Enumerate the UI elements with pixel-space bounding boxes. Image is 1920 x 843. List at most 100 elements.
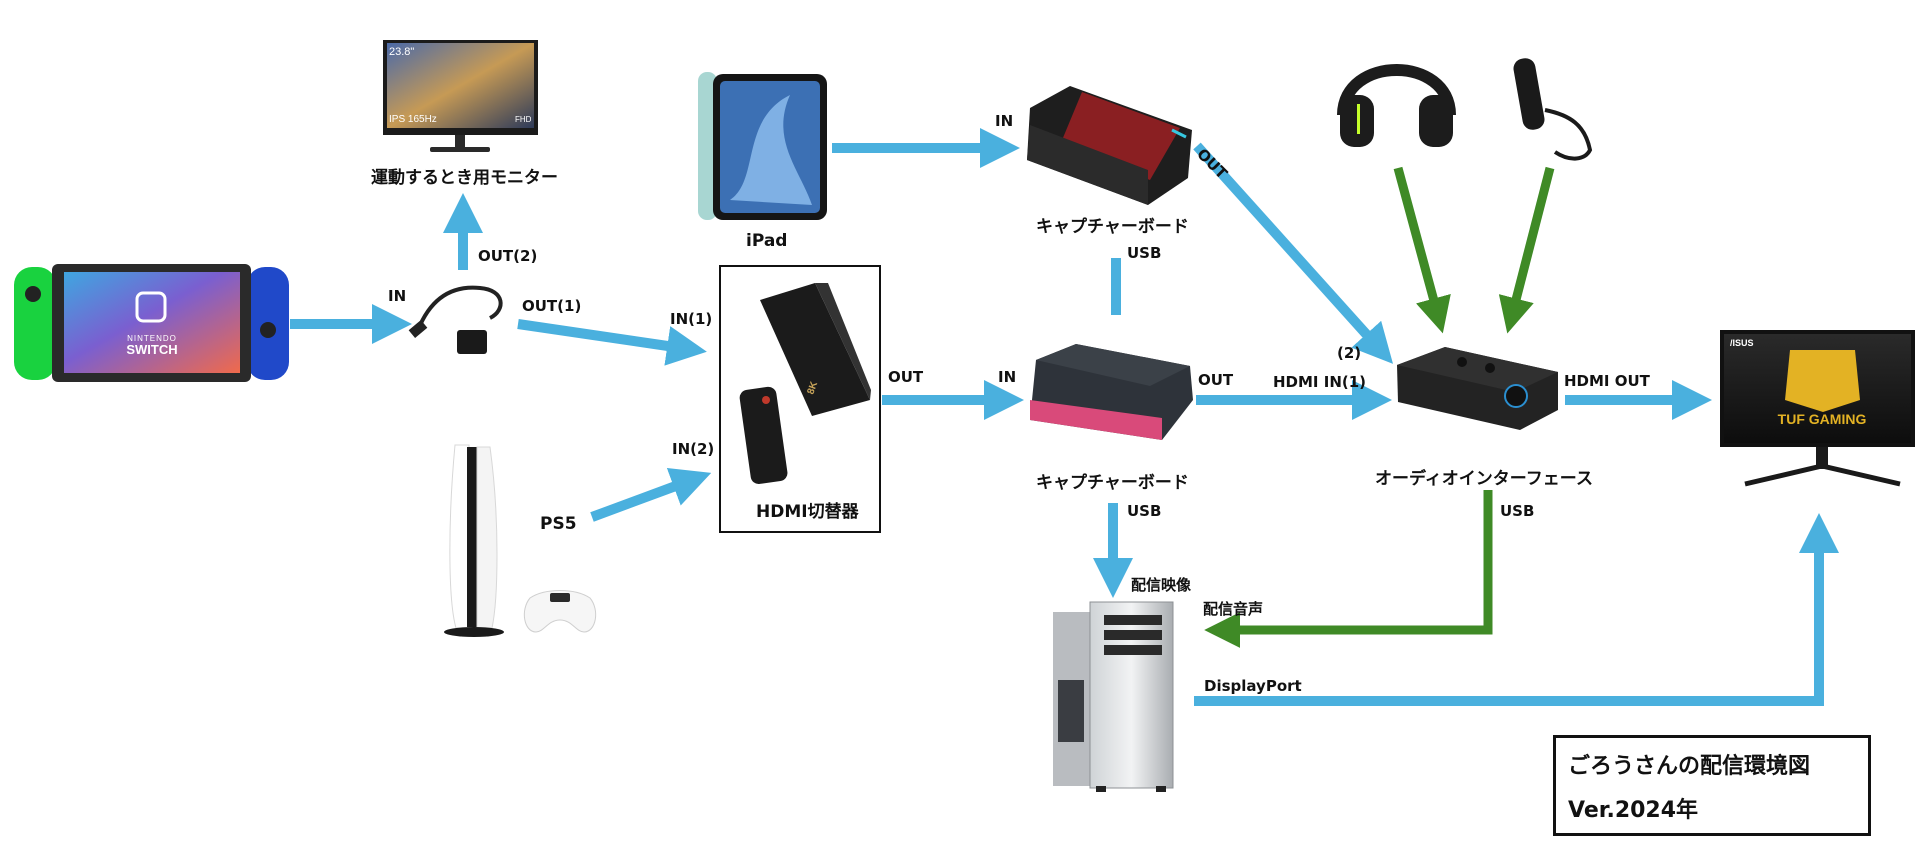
- ipad-device: [698, 72, 827, 220]
- diagram-title-box: ごろうさんの配信環境図 Ver.2024年: [1553, 735, 1871, 836]
- ps5-device: [444, 444, 597, 637]
- headphones-band: [1337, 64, 1456, 116]
- label-capture-usb-link: USB: [1127, 244, 1162, 262]
- mic-arm: [1544, 108, 1593, 161]
- green-connections: [1204, 166, 1555, 648]
- switcher-body: [760, 283, 870, 416]
- capture-top-face: [1027, 125, 1148, 205]
- pc-bay-2: [1104, 630, 1162, 640]
- asus-tuf-logo-shape: [1785, 350, 1860, 412]
- ps5-right-panel: [476, 446, 498, 629]
- label-audio-usb: USB: [1500, 502, 1535, 520]
- capture-bottom-rgb: [1030, 400, 1162, 440]
- pc-foot-right: [1156, 786, 1166, 792]
- pc-foot-left: [1096, 786, 1106, 792]
- label-splitter-in: IN: [388, 287, 407, 305]
- ipad-caption: iPad: [746, 231, 788, 251]
- hdmi-splitter-device: [408, 285, 503, 354]
- switcher-face: [815, 283, 871, 400]
- capture-top-cyan-edge: [1171, 128, 1187, 139]
- audio-if-knob-2: [1485, 363, 1495, 373]
- arrow-splitter-to-switcher-in1: [517, 319, 707, 366]
- hdmi-switcher-frame: [719, 265, 881, 533]
- arrow-pc-to-asus-displayport: [1194, 513, 1839, 706]
- audio-interface-device: [1397, 347, 1558, 430]
- remote-power-button: [762, 396, 770, 404]
- sports-monitor-device: 23.8" IPS 165Hz FHD: [383, 40, 538, 152]
- ps5-core: [467, 447, 477, 627]
- switch-logo-line2: SWITCH: [126, 342, 177, 357]
- sports-monitor-spec: IPS 165Hz: [389, 114, 437, 125]
- ps5-controller-touchpad: [550, 593, 570, 602]
- microphone-device: [1513, 58, 1593, 161]
- splitter-box: [457, 330, 487, 354]
- switch-logo-line1: NINTENDO: [127, 334, 177, 343]
- blue-connections: [290, 128, 1839, 706]
- ps5-left-panel: [449, 444, 470, 629]
- hdmi-switcher-device: 8K: [739, 283, 871, 485]
- asus-logo-text: TUF GAMING: [1778, 411, 1867, 427]
- sports-monitor-caption: 運動するとき用モニター: [371, 168, 558, 188]
- capture-board-bottom-caption: キャプチャーボード: [1036, 473, 1189, 493]
- capture-board-bottom-device: [1030, 344, 1193, 440]
- switch-left-stick: [25, 286, 41, 302]
- asus-brand: /ISUS: [1730, 338, 1754, 348]
- sports-monitor-size: 23.8": [389, 46, 414, 58]
- diagram-version: Ver.2024年: [1568, 798, 1699, 823]
- splitter-cable: [416, 285, 503, 331]
- pc-front: [1089, 601, 1174, 789]
- arrow-mic-to-audio: [1498, 166, 1555, 334]
- asus-stand: [1816, 447, 1828, 469]
- asus-tuf-monitor-device: /ISUS TUF GAMING: [1720, 330, 1915, 487]
- label-switcher-out: OUT: [888, 368, 924, 386]
- audio-if-knob-1: [1457, 357, 1467, 367]
- label-switcher-in2: IN(2): [672, 440, 715, 458]
- diagram-title: ごろうさんの配信環境図: [1568, 754, 1811, 779]
- sports-monitor-screen: [387, 43, 534, 128]
- switch-left-joycon: [14, 267, 56, 380]
- ps5-controller: [523, 590, 597, 633]
- capture-top-red-panel: [1060, 92, 1180, 180]
- switch-right-stick: [260, 322, 276, 338]
- ipad-wallpaper: [730, 95, 812, 205]
- arrow-audio-to-pc-usb: [1204, 490, 1493, 648]
- audio-interface-caption: オーディオインターフェース: [1375, 469, 1593, 489]
- label-audio-in2: (2): [1337, 344, 1362, 362]
- asus-base: [1744, 463, 1901, 487]
- audio-if-top: [1397, 347, 1558, 392]
- capture-bottom-top: [1036, 344, 1190, 386]
- headphones-device: [1337, 64, 1456, 147]
- label-capture-top-in: IN: [995, 112, 1014, 130]
- label-splitter-out2: OUT(2): [478, 247, 538, 265]
- arrow-headphones-to-audio: [1393, 166, 1451, 334]
- arrow-capture-top-to-audio: [1193, 142, 1394, 364]
- hdmi-switcher-caption: HDMI切替器: [756, 502, 859, 522]
- label-stream-audio: 配信音声: [1203, 600, 1264, 618]
- mic-body: [1513, 58, 1545, 130]
- sports-monitor-stand: [455, 135, 465, 147]
- ps5-stand: [444, 627, 504, 637]
- switch-logo-mark: [135, 291, 167, 323]
- arrow-ps5-to-switcher-in2: [590, 467, 712, 522]
- sports-monitor-base: [430, 147, 490, 152]
- pc-side-window: [1058, 680, 1084, 742]
- label-switcher-in1: IN(1): [670, 310, 713, 328]
- capture-board-top-caption: キャプチャーボード: [1036, 217, 1189, 237]
- pc-tower-device: [1053, 601, 1174, 792]
- label-audio-hdmi-in1: HDMI IN(1): [1273, 373, 1367, 391]
- ipad-back: [698, 72, 717, 220]
- capture-board-top-device: [1027, 86, 1192, 205]
- headphones-accent: [1357, 104, 1360, 134]
- pc-bay-3: [1104, 645, 1162, 655]
- pc-bay-1: [1104, 615, 1162, 625]
- ps5-caption: PS5: [540, 514, 577, 534]
- label-audio-hdmi-out: HDMI OUT: [1564, 372, 1650, 390]
- switcher-remote: [739, 386, 788, 485]
- label-displayport: DisplayPort: [1204, 677, 1302, 695]
- label-capture-bottom-usb: USB: [1127, 502, 1162, 520]
- label-stream-video: 配信映像: [1131, 576, 1192, 594]
- sports-monitor-fhd: FHD: [515, 115, 532, 124]
- nintendo-switch-device: NINTENDO SWITCH: [14, 264, 289, 382]
- label-capture-bottom-in: IN: [998, 368, 1017, 386]
